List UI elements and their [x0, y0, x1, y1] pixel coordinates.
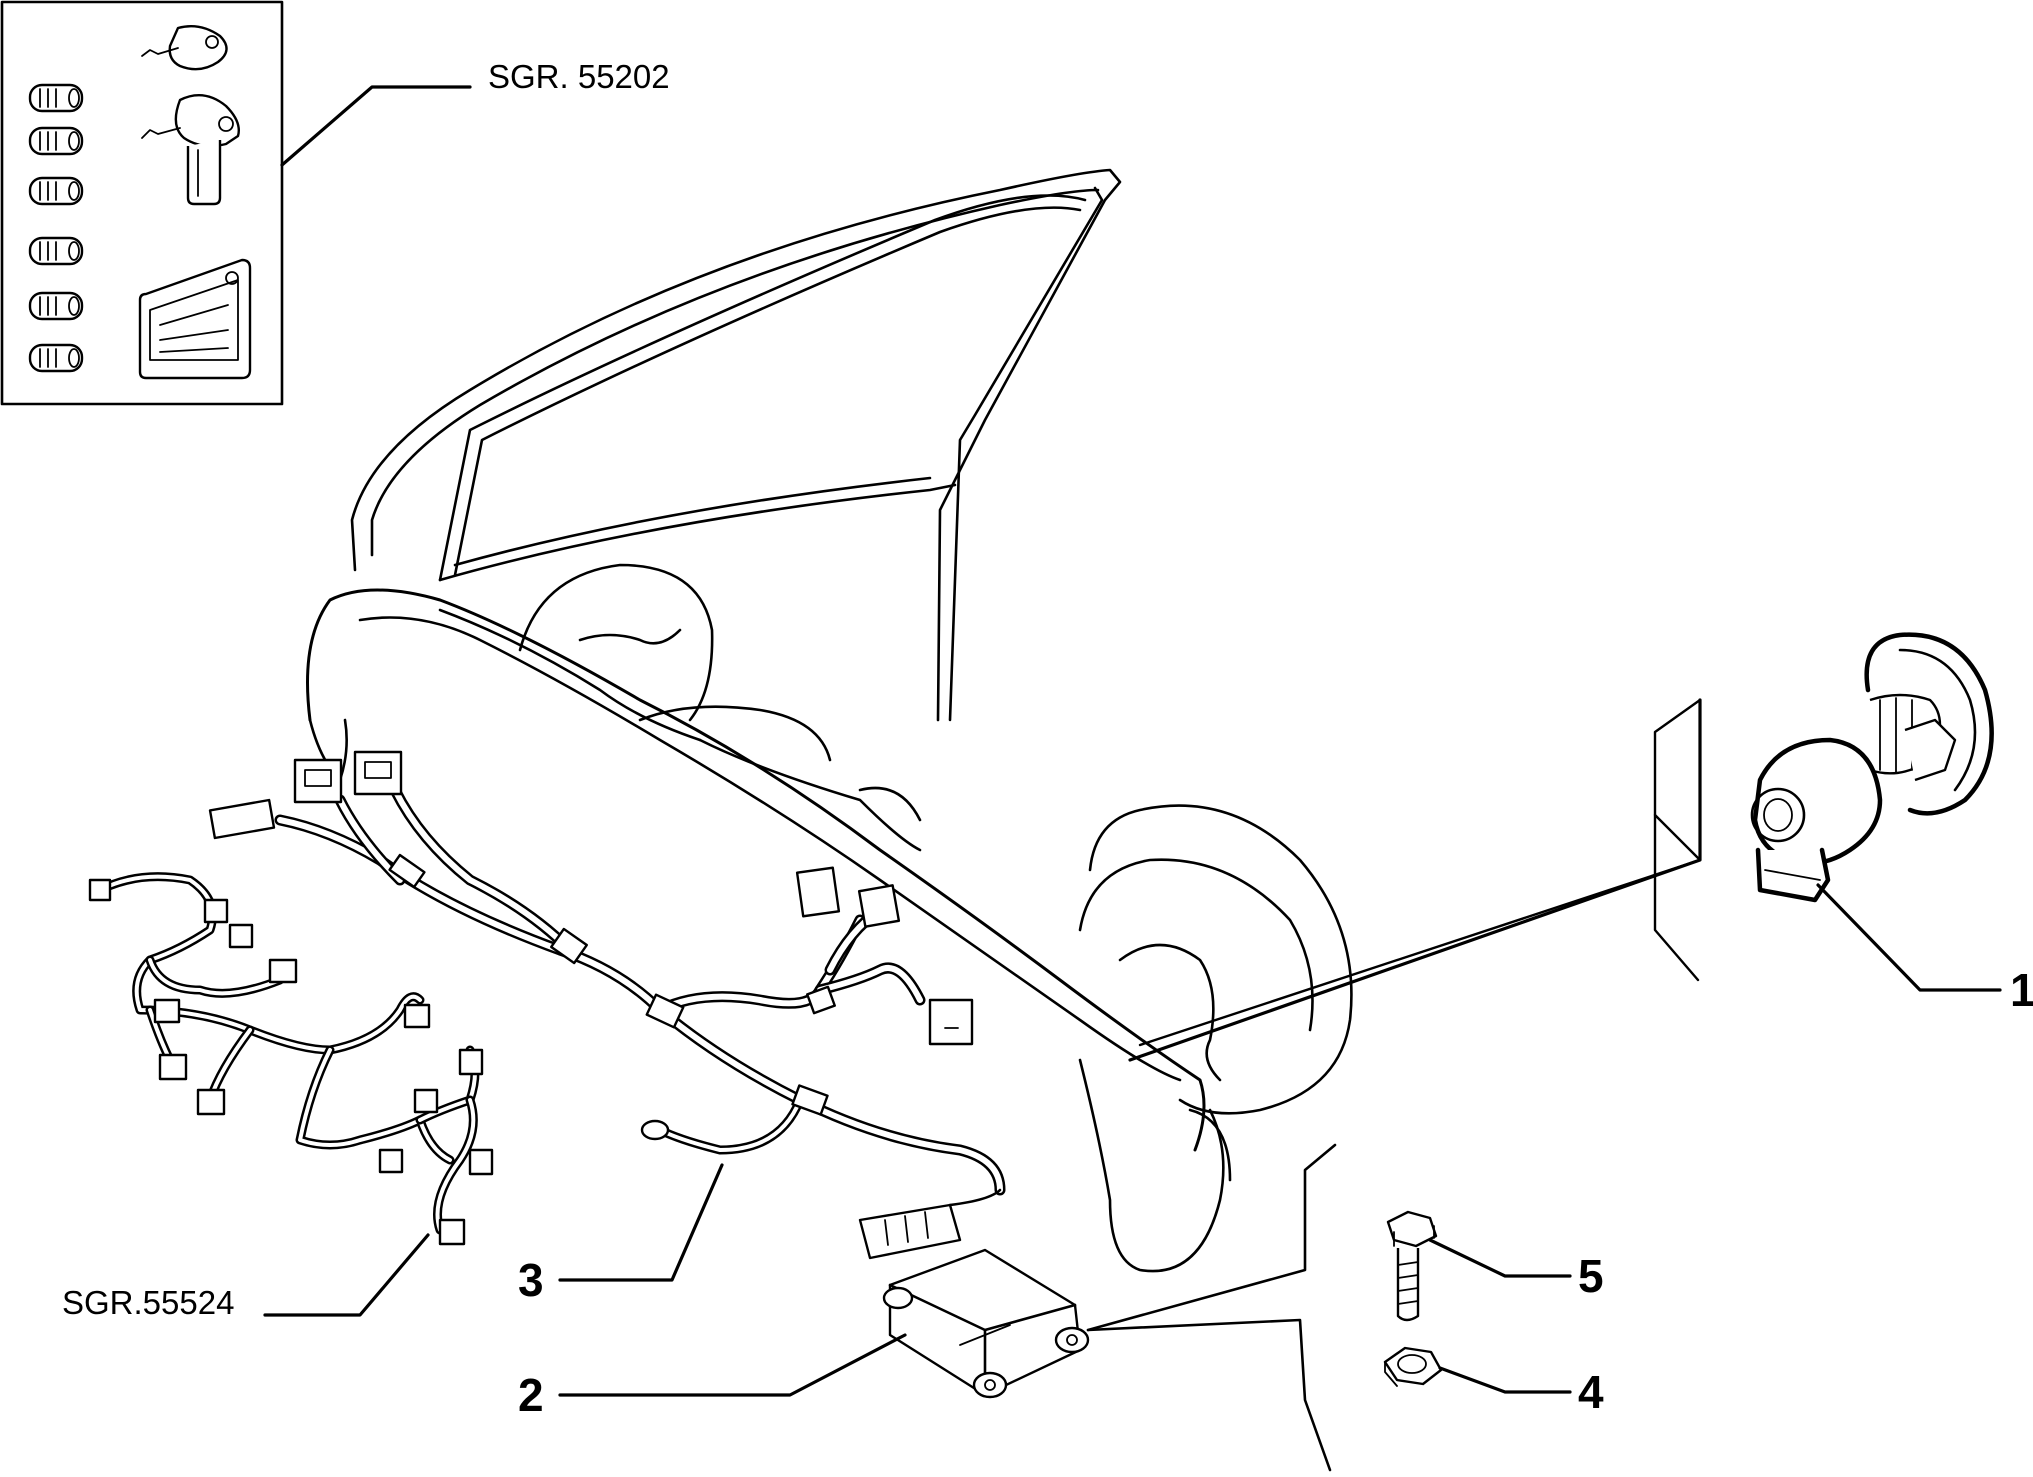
ignition-lock-housing-large: [141, 94, 240, 206]
key-code-card: [138, 258, 252, 380]
leader-3: [558, 1163, 724, 1282]
wiring-harness: [208, 750, 1006, 1260]
nut: [1383, 1346, 1443, 1387]
pointer-fasteners: [1086, 1318, 1332, 1472]
leader-sgr-top: [280, 85, 472, 167]
label-part-1: 1: [2010, 964, 2033, 1016]
label-sgr-bottom: SGR.55524: [62, 1284, 234, 1321]
lock-cylinders: [28, 83, 84, 373]
label-part-3: 3: [518, 1254, 544, 1306]
leader-sgr-bottom: [263, 1233, 430, 1317]
leader-1: [1816, 883, 2002, 992]
airbag-control-unit: [882, 1248, 1090, 1399]
label-part-5: 5: [1578, 1250, 1604, 1302]
label-sgr-top: SGR. 55202: [488, 58, 670, 95]
ignition-switch: [1750, 632, 1994, 903]
loose-harness: [88, 872, 494, 1246]
lock-set-inset: [0, 0, 284, 406]
screw: [1386, 1210, 1438, 1322]
leader-2: [558, 1333, 907, 1397]
leader-5: [1428, 1238, 1572, 1278]
ignition-lock-housing-small: [141, 25, 228, 71]
pointer-dashboard: [1128, 698, 1702, 1062]
leader-4: [1438, 1366, 1572, 1394]
label-part-4: 4: [1578, 1366, 1604, 1418]
label-part-2: 2: [518, 1369, 544, 1421]
